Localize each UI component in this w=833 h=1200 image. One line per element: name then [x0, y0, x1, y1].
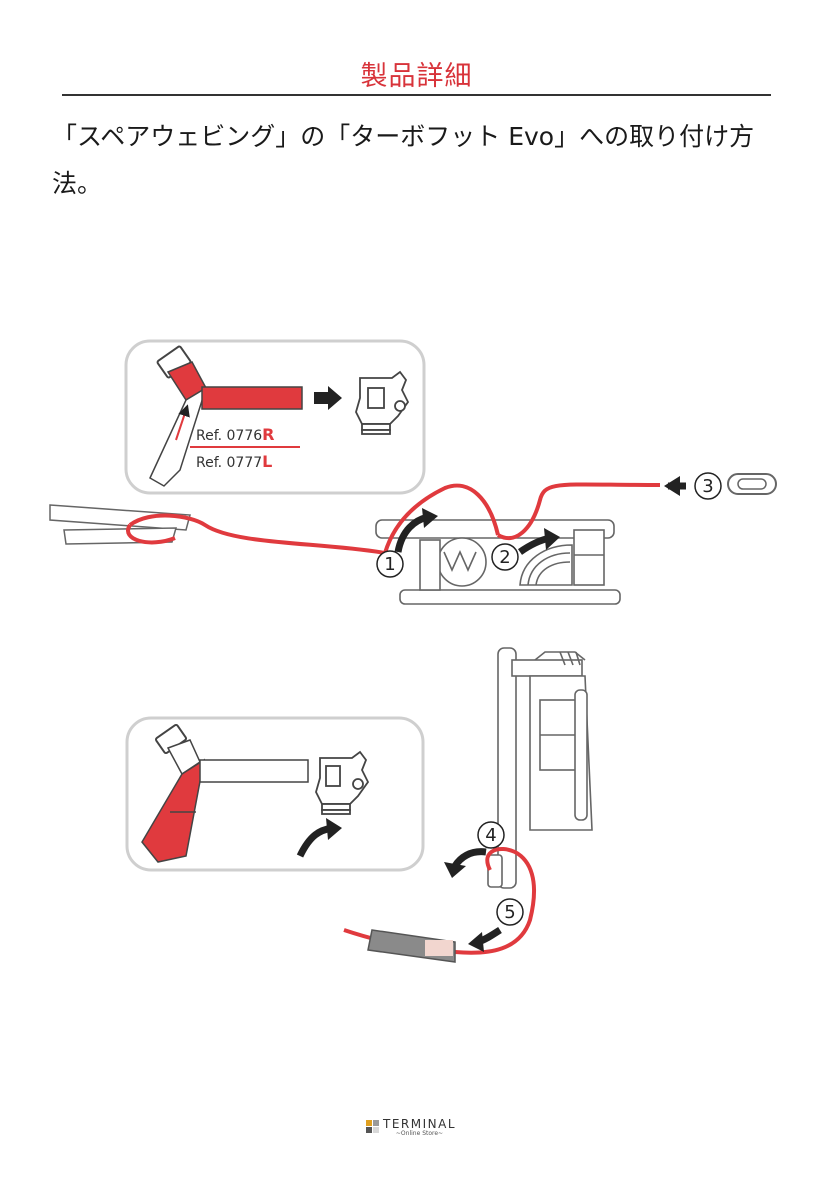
title-divider [62, 94, 771, 96]
step-5-label: 5 [504, 902, 515, 923]
logo-brand: TERMINAL [383, 1117, 457, 1131]
page-title: 製品詳細 [360, 61, 473, 92]
step-2-label: 2 [499, 547, 510, 568]
inset-panel-top: Ref. 0776R Ref. 0777L [124, 339, 426, 495]
ref-r-label: Ref. 0776R [196, 425, 274, 444]
main-illustration-top: 1 2 3 [49, 472, 777, 605]
ref-l-label: Ref. 0777L [196, 452, 272, 471]
main-illustration-bottom: 4 5 [343, 647, 593, 963]
terminal-logo-icon [366, 1120, 380, 1134]
terminal-logo: TERMINAL ~Online Store~ [366, 1118, 456, 1142]
inset-panel-bottom [125, 716, 425, 872]
intro-text: 「スペアウェビング」の「ターボフット Evo」への取り付け方法。 [52, 122, 755, 198]
step-4-label: 4 [485, 825, 496, 846]
logo-subtitle: ~Online Store~ [395, 1130, 444, 1137]
step-3-label: 3 [702, 476, 713, 497]
step-1-label: 1 [384, 554, 395, 575]
